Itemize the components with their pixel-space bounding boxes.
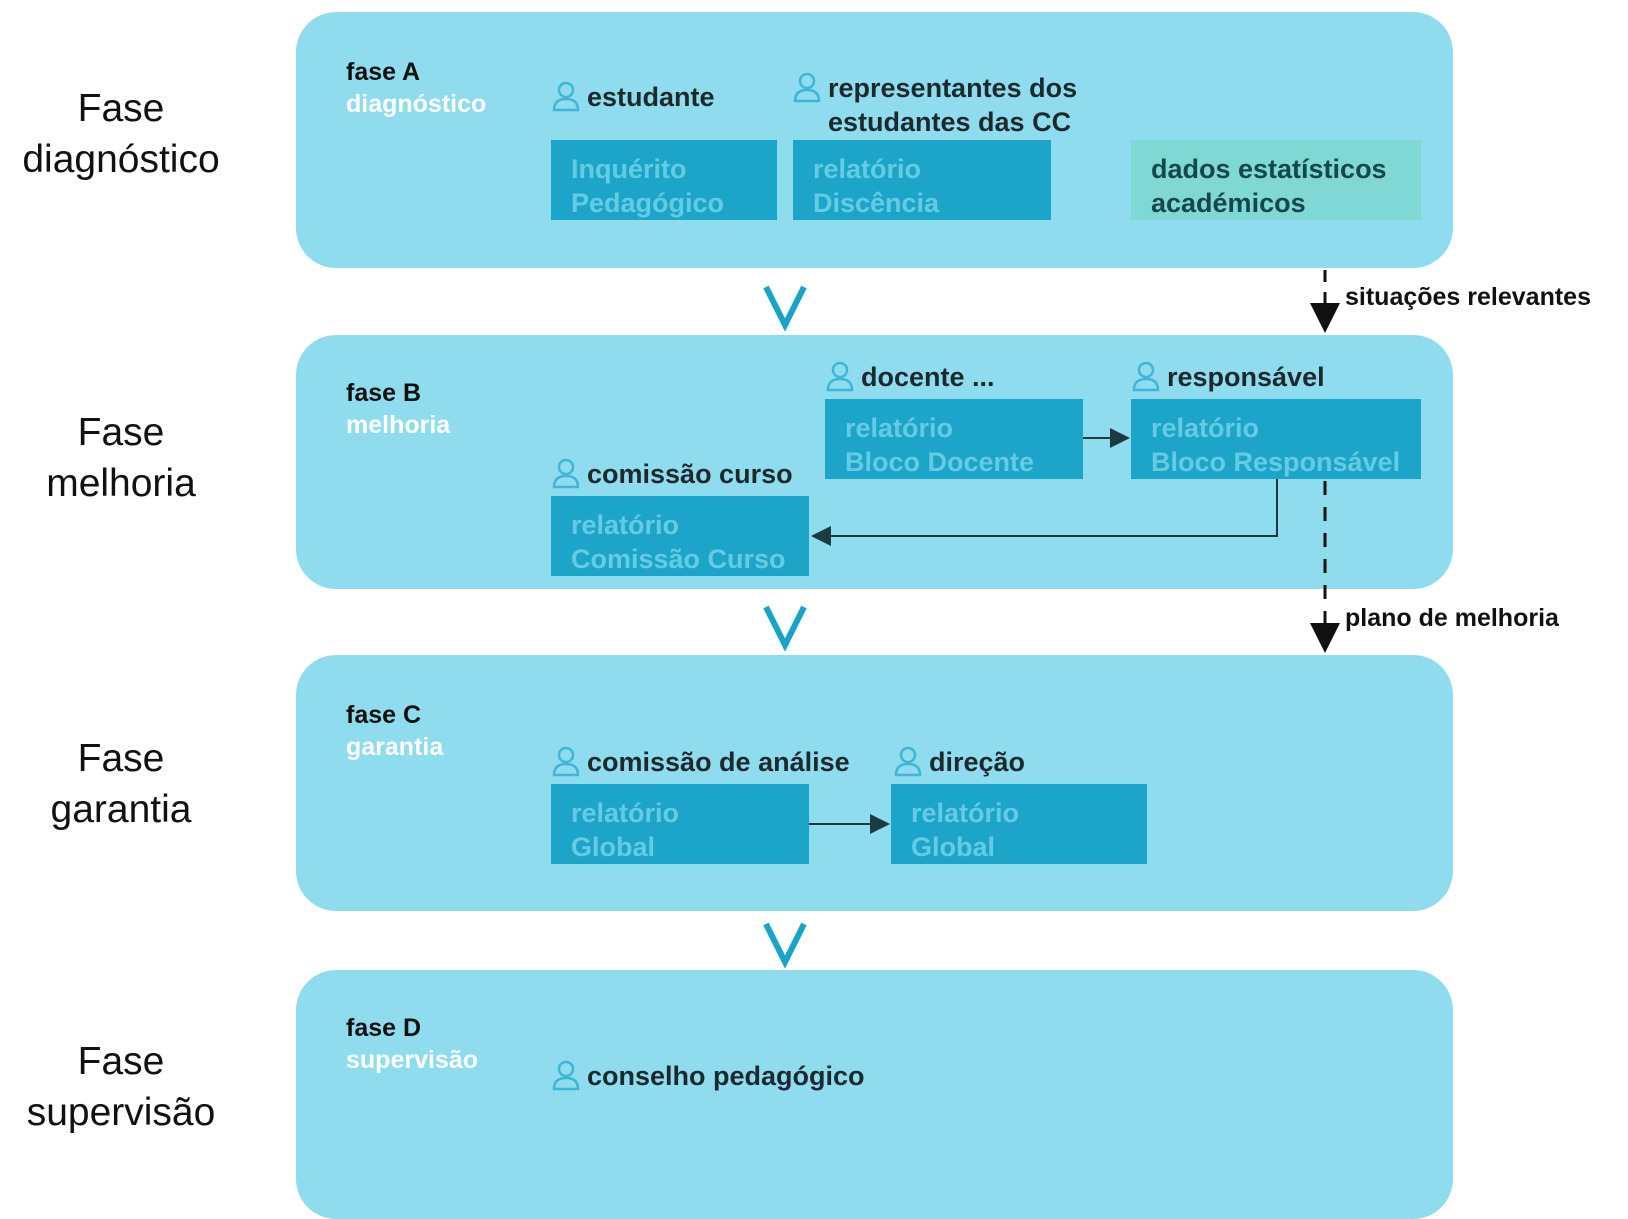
- role-direcao: direção: [893, 745, 1025, 781]
- side-label-melhoria: Fase melhoria: [0, 407, 242, 509]
- role-responsavel: responsável: [1131, 360, 1325, 396]
- role-label: representantes dos: [828, 73, 1078, 103]
- box-comissao-curso: relatório Comissão Curso: [551, 496, 809, 576]
- person-icon: [552, 81, 580, 112]
- phase-subtitle: melhoria: [346, 411, 451, 439]
- panel-fase-c: [296, 655, 1453, 911]
- role-estudante: estudante: [551, 80, 715, 116]
- side-label-line: Fase: [77, 737, 165, 780]
- phase-subtitle: garantia: [346, 733, 444, 761]
- phase-title: fase D: [346, 1014, 422, 1042]
- box-relatorio-global-1: relatório Global: [551, 784, 809, 864]
- label-plano-de-melhoria: plano de melhoria: [1345, 604, 1559, 632]
- role-docente: docente ...: [825, 360, 995, 396]
- box-line: relatório: [571, 510, 680, 540]
- box-line: dados estatísticos: [1151, 154, 1387, 184]
- person-icon: [1132, 361, 1160, 392]
- box-relatorio-global-2: relatório Global: [891, 784, 1147, 864]
- role-label-multiline: representantes dos estudantes das CC: [828, 71, 1077, 139]
- box-line: Inquérito: [571, 154, 687, 184]
- phase-title: fase B: [346, 379, 422, 407]
- box-bloco-responsavel: relatório Bloco Responsável: [1131, 399, 1421, 479]
- box-line: académicos: [1151, 188, 1306, 218]
- person-icon: [894, 746, 922, 777]
- role-comissao-curso: comissão curso: [551, 457, 793, 493]
- box-line: Discência: [813, 188, 940, 218]
- side-label-diagnostico: Fase diagnóstico: [0, 83, 242, 185]
- box-line: Bloco Responsável: [1151, 447, 1401, 477]
- role-label: estudantes das CC: [828, 107, 1072, 137]
- box-line: relatório: [911, 798, 1020, 828]
- phase-title-c: fase C garantia: [346, 699, 443, 763]
- label-situacoes-relevantes: situações relevantes: [1345, 283, 1591, 311]
- box-line: Comissão Curso: [571, 544, 786, 574]
- phase-title: fase C: [346, 701, 422, 729]
- box-line: relatório: [571, 798, 680, 828]
- chevron-down-icon: [763, 285, 807, 331]
- role-representantes: representantes dos estudantes das CC: [792, 71, 1077, 139]
- box-relatorio-discencia: relatório Discência: [793, 140, 1051, 220]
- box-inquerito-pedagogico: Inquérito Pedagógico: [551, 140, 777, 220]
- person-icon: [552, 746, 580, 777]
- person-icon: [826, 361, 854, 392]
- person-icon: [793, 72, 821, 103]
- role-comissao-analise: comissão de análise: [551, 745, 850, 781]
- chevron-down-icon: [763, 922, 807, 968]
- side-label-line: Fase: [77, 1040, 165, 1083]
- role-label: docente ...: [861, 362, 995, 392]
- box-bloco-docente: relatório Bloco Docente: [825, 399, 1083, 479]
- phase-title-d: fase D supervisão: [346, 1012, 478, 1076]
- side-label-line: supervisão: [26, 1091, 216, 1134]
- role-label: conselho pedagógico: [587, 1061, 865, 1091]
- side-label-line: Fase: [77, 87, 165, 130]
- role-label: direção: [929, 747, 1026, 777]
- box-line: Pedagógico: [571, 188, 725, 218]
- phase-subtitle: diagnóstico: [346, 90, 487, 118]
- phase-title: fase A: [346, 58, 421, 86]
- side-label-line: melhoria: [46, 462, 196, 505]
- role-label: comissão curso: [587, 459, 793, 489]
- role-label: responsável: [1167, 362, 1325, 392]
- side-label-line: garantia: [50, 788, 192, 831]
- side-label-line: Fase: [77, 411, 165, 454]
- box-line: relatório: [845, 413, 954, 443]
- box-line: relatório: [1151, 413, 1260, 443]
- phase-subtitle: supervisão: [346, 1046, 479, 1074]
- panel-fase-d: [296, 970, 1453, 1219]
- phase-title-b: fase B melhoria: [346, 377, 450, 441]
- person-icon: [552, 1060, 580, 1091]
- role-label: estudante: [587, 82, 715, 112]
- box-line: Global: [571, 832, 656, 862]
- role-label: comissão de análise: [587, 747, 850, 777]
- box-line: Global: [911, 832, 996, 862]
- phase-title-a: fase A diagnóstico: [346, 56, 486, 120]
- side-label-garantia: Fase garantia: [0, 733, 242, 835]
- box-line: relatório: [813, 154, 922, 184]
- role-conselho-pedagogico: conselho pedagógico: [551, 1059, 865, 1095]
- side-label-supervisao: Fase supervisão: [0, 1036, 242, 1138]
- box-line: Bloco Docente: [845, 447, 1035, 477]
- side-label-line: diagnóstico: [22, 138, 220, 181]
- box-dados-estatisticos: dados estatísticos académicos: [1131, 140, 1421, 220]
- person-icon: [552, 458, 580, 489]
- chevron-down-icon: [763, 605, 807, 651]
